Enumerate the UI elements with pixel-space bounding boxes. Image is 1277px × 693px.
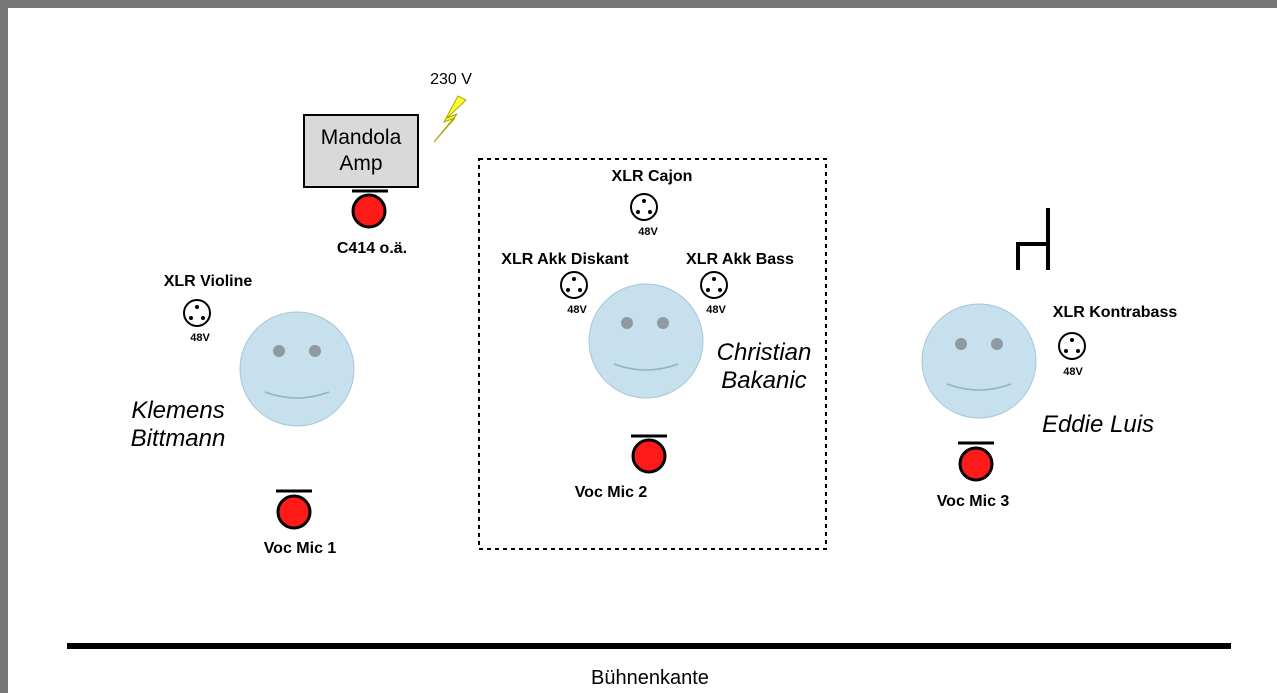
xlr-akk-bass-label: XLR Akk Bass [686,251,794,268]
mic-c414-label: C414 o.ä. [337,240,407,257]
amp-label-line1: Mandola [321,126,402,149]
performer-1-name-line2: Bittmann [131,425,226,452]
xlr-cajon-phantom: 48V [638,226,658,238]
xlr-akk-bass-icon [700,271,728,299]
power-bolt-icon [433,95,467,143]
mic-voc1-label: Voc Mic 1 [264,540,337,557]
xlr-violine-label: XLR Violine [164,273,253,290]
performer-2-face-icon [588,283,704,399]
performer-1-name-line1: Klemens [131,397,224,424]
mic-voc1-icon [276,489,312,530]
amp-box [303,114,419,188]
music-stand-icon [1016,208,1050,270]
performer-3-name: Eddie Luis [1042,411,1154,438]
mic-voc2-icon [631,434,667,474]
mandola-amp: Mandola Amp [303,114,419,188]
xlr-akk-diskant-phantom: 48V [567,304,587,316]
performer-2-name-line1: Christian [717,339,812,366]
mic-c414-icon [351,189,388,229]
power-label: 230 V [430,71,472,88]
performer-2-name-line2: Bakanic [721,367,806,394]
xlr-kontrabass-phantom: 48V [1063,366,1083,378]
xlr-akk-bass-phantom: 48V [706,304,726,316]
mic-voc3-label: Voc Mic 3 [937,493,1010,510]
xlr-violine-icon [183,299,211,327]
performer-3-face-icon [921,303,1037,419]
xlr-akk-diskant-label: XLR Akk Diskant [501,251,629,268]
xlr-akk-diskant-icon [560,271,588,299]
xlr-kontrabass-icon [1058,332,1086,360]
xlr-cajon-label: XLR Cajon [612,168,693,185]
amp-label-line2: Amp [339,152,382,175]
mic-voc2-label: Voc Mic 2 [575,484,648,501]
stage-edge-label: Bühnenkante [591,667,709,689]
xlr-violine-phantom: 48V [190,332,210,344]
performer-1-face-icon [239,311,355,427]
xlr-kontrabass-label: XLR Kontrabass [1053,304,1178,321]
xlr-cajon-icon [630,193,658,221]
mic-voc3-icon [958,441,994,482]
